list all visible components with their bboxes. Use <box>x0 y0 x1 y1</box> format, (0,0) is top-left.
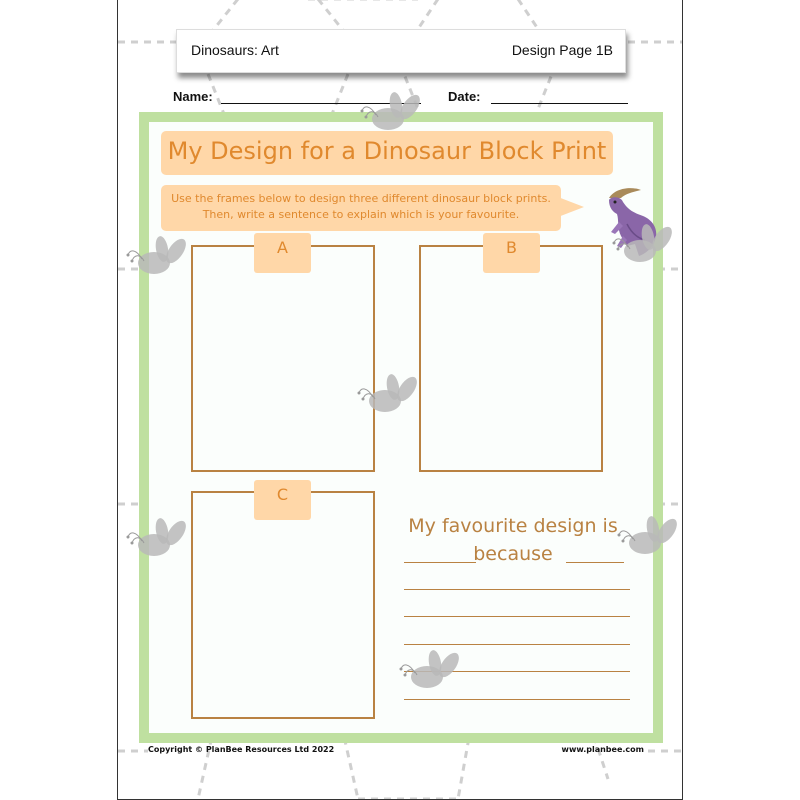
instructions-speech-bubble: Use the frames below to design three dif… <box>161 185 561 231</box>
page-label: Design Page 1B <box>511 42 613 58</box>
worksheet-page: Dinosaurs: Art Design Page 1B Name: Date… <box>117 0 683 800</box>
name-field-line[interactable] <box>221 103 421 104</box>
writing-line-5[interactable] <box>404 699 630 700</box>
design-frame-c[interactable] <box>191 491 375 719</box>
dinosaur-icon <box>609 188 657 256</box>
because-blank[interactable] <box>566 562 624 563</box>
instructions-line-1: Use the frames below to design three dif… <box>171 192 551 205</box>
frame-label-b: B <box>483 233 540 273</box>
speech-bubble-tail <box>558 197 584 217</box>
date-label: Date: <box>448 89 481 104</box>
header-box: Dinosaurs: Art Design Page 1B <box>176 29 626 73</box>
design-frame-b[interactable] <box>419 245 603 472</box>
writing-line-2[interactable] <box>404 616 630 617</box>
writing-line-3[interactable] <box>404 644 630 645</box>
instructions-line-2: Then, write a sentence to explain which … <box>202 208 520 221</box>
writing-line-4[interactable] <box>404 671 630 672</box>
frame-label-c: C <box>254 480 311 520</box>
name-label: Name: <box>173 89 213 104</box>
writing-line-1[interactable] <box>404 589 630 590</box>
copyright-text: Copyright © PlanBee Resources Ltd 2022 <box>148 745 335 754</box>
page-title: My Design for a Dinosaur Block Print <box>167 137 607 165</box>
favourite-prompt-line-2: because <box>473 543 553 565</box>
instructions-text: Use the frames below to design three dif… <box>161 191 561 223</box>
subject-label: Dinosaurs: Art <box>191 42 279 58</box>
favourite-prompt: My favourite design is because <box>393 512 633 568</box>
frame-label-a: A <box>254 233 311 273</box>
favourite-design-blank[interactable] <box>404 562 476 563</box>
title-banner: My Design for a Dinosaur Block Print <box>161 131 613 175</box>
design-frame-a[interactable] <box>191 245 375 472</box>
date-field-line[interactable] <box>491 103 628 104</box>
favourite-prompt-line-1: My favourite design is <box>408 515 618 537</box>
website-link[interactable]: www.planbee.com <box>561 745 644 754</box>
